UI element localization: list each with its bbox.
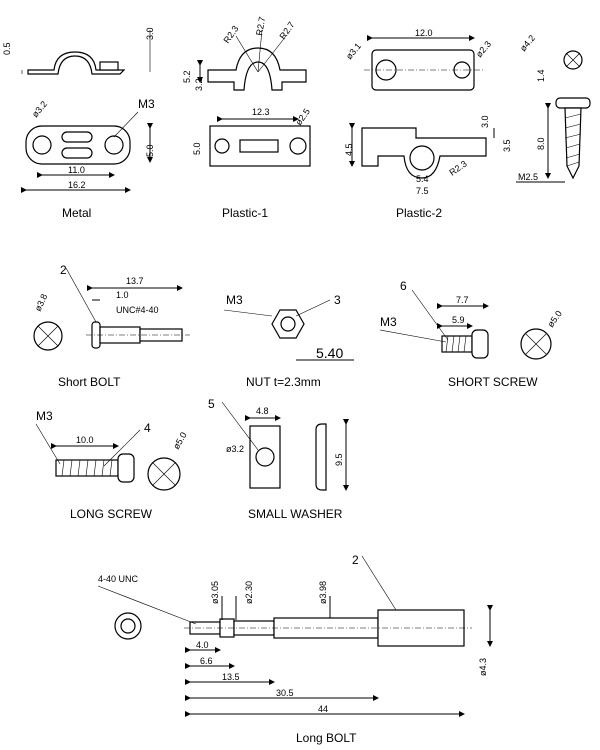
plastic2-b-dim: 3.0 [480, 115, 490, 128]
metal-thickness-dim: 0.5 [2, 42, 12, 55]
long-screw: M3 4 10.0 ø5.0 LONG SCREW [35, 409, 189, 521]
small-washer: 5 4.8 ø3.2 9.5 SMALL WASHER [208, 397, 349, 521]
metal-center-dim: 11.0 [68, 165, 85, 175]
metal-clamp-side-view [27, 51, 126, 75]
long-bolt-l4-dim: 30.5 [276, 688, 294, 698]
small-washer-side [315, 423, 327, 491]
plastic2-length-dim: 12.0 [415, 28, 433, 38]
long-bolt-caption: Long BOLT [296, 731, 357, 745]
long-screw-length-dim: 10.0 [76, 435, 94, 445]
long-screw-thread-label: M3 [36, 409, 53, 423]
short-bolt-length-dim: 13.7 [126, 276, 144, 286]
metal-hole-dim: ø3.2 [30, 99, 49, 119]
long-bolt-callout: 2 [352, 553, 359, 567]
washer-width-dim: 4.8 [256, 406, 269, 416]
tapping-screw-thread-dim: M2.5 [518, 172, 538, 182]
plastic1-side-view [207, 47, 307, 91]
plastic1-caption: Plastic-1 [222, 206, 268, 220]
short-bolt-callout: 2 [60, 263, 67, 277]
small-washer-caption: SMALL WASHER [248, 507, 343, 521]
short-bolt: 2 13.7 1.0 UNC#4-40 ø3.8 Short BOLT [33, 263, 190, 389]
metal-clamp: 0.5 3.0 ø3.2 M3 5.0 11.0 16.2 Metal [2, 27, 155, 220]
short-bolt-head-dim: 1.0 [116, 290, 129, 300]
metal-thread-label: M3 [138, 97, 155, 111]
long-bolt-l3-dim: 13.5 [222, 672, 240, 682]
plastic1-r2-dim: R2.7 [254, 16, 267, 36]
long-bolt-thread [189, 621, 221, 635]
long-bolt-l1-dim: 4.0 [196, 640, 209, 650]
nut-size-dim: 5.40 [316, 345, 343, 361]
washer-height-dim: 9.5 [334, 453, 344, 466]
long-bolt-d3-dim: ø3.98 [318, 581, 328, 604]
tapping-screw-shank [564, 107, 582, 180]
tapping-screw-head [555, 97, 591, 109]
plastic1-width-dim: 5.0 [192, 142, 202, 155]
plastic2-hole1-dim: ø3.1 [344, 41, 363, 61]
tapping-screw-len-dim: 8.0 [536, 137, 546, 150]
metal-hole-left [32, 135, 52, 155]
plastic1-h1-dim: 5.2 [182, 70, 192, 83]
long-screw-callout: 4 [144, 421, 151, 435]
plastic2-c-dim: 3.5 [502, 139, 512, 152]
long-bolt-l5-dim: 44 [318, 704, 328, 714]
short-bolt-dia-dim: ø3.8 [33, 292, 50, 313]
long-bolt-d4-dim: ø4.3 [478, 658, 488, 676]
nut: M3 3 5.40 NUT t=2.3mm [223, 293, 354, 389]
short-screw-caption: SHORT SCREW [448, 375, 538, 389]
nut-callout: 3 [334, 293, 341, 307]
plastic2-hole2-dim: ø2.3 [474, 39, 493, 59]
metal-clamp-nut [99, 61, 119, 71]
washer-hole-dim: ø3.2 [226, 444, 244, 454]
tapping-screw: ø4.2 1.4 8.0 M2.5 [516, 33, 591, 183]
long-bolt-l2-dim: 6.6 [200, 656, 213, 666]
short-screw-dia-dim: ø5.0 [545, 309, 564, 329]
nut-caption: NUT t=2.3mm [246, 375, 321, 389]
short-screw-head [471, 329, 489, 359]
plastic1-clamp: R2.3 R2.7 R2.7 5.2 3.2 12.3 ø2.5 5.0 Pla… [182, 16, 312, 220]
plastic2-d-dim: 5.4 [416, 174, 429, 184]
plastic1-r3-dim: R2.7 [277, 20, 296, 41]
plastic1-r1-dim: R2.3 [221, 24, 240, 45]
long-screw-caption: LONG SCREW [70, 507, 153, 521]
long-bolt-d1-dim: ø3.05 [210, 581, 220, 604]
long-bolt: 4-40 UNC 2 ø3.05 ø2.30 ø3.98 ø4.3 4.0 6.… [97, 553, 493, 745]
metal-clamp-top-view [25, 125, 131, 165]
plastic1-h2-dim: 3.2 [194, 78, 204, 91]
plastic1-hole-dim: ø2.5 [293, 107, 312, 127]
washer-callout: 5 [208, 397, 215, 411]
metal-width-dim: 5.0 [145, 144, 155, 157]
short-bolt-caption: Short BOLT [58, 375, 121, 389]
long-screw-head [117, 453, 135, 483]
tapping-screw-dia-dim: ø4.2 [518, 33, 537, 53]
long-screw-dia-dim: ø5.0 [171, 430, 189, 451]
short-screw-callout: 6 [400, 279, 407, 293]
short-screw: 6 7.7 5.9 M3 ø5.0 SHORT SCREW [379, 279, 564, 389]
nut-thread-label: M3 [226, 293, 243, 307]
plastic2-e-dim: 7.5 [416, 186, 429, 196]
plastic2-r-dim: R2.3 [447, 159, 468, 178]
short-bolt-thread-label: UNC#4-40 [116, 305, 159, 315]
plastic2-a-dim: 4.5 [344, 143, 354, 156]
metal-height-dim: 3.0 [145, 27, 155, 40]
metal-hole-right [104, 135, 124, 155]
metal-caption: Metal [62, 206, 91, 220]
short-screw-length-dim: 7.7 [456, 295, 469, 305]
tapping-screw-head-dim: 1.4 [536, 69, 546, 82]
short-screw-thread-len-dim: 5.9 [452, 315, 465, 325]
long-bolt-d2-dim: ø2.30 [244, 581, 254, 604]
plastic1-center-dim: 12.3 [252, 107, 270, 117]
metal-length-dim: 16.2 [68, 180, 86, 190]
long-bolt-thread-label: 4-40 UNC [98, 574, 139, 584]
plastic2-clamp: 12.0 ø3.1 ø2.3 4.5 3.0 3.5 R2.3 5.4 7.5 … [344, 28, 512, 220]
plastic2-caption: Plastic-2 [396, 206, 442, 220]
short-screw-thread-label: M3 [380, 315, 397, 329]
